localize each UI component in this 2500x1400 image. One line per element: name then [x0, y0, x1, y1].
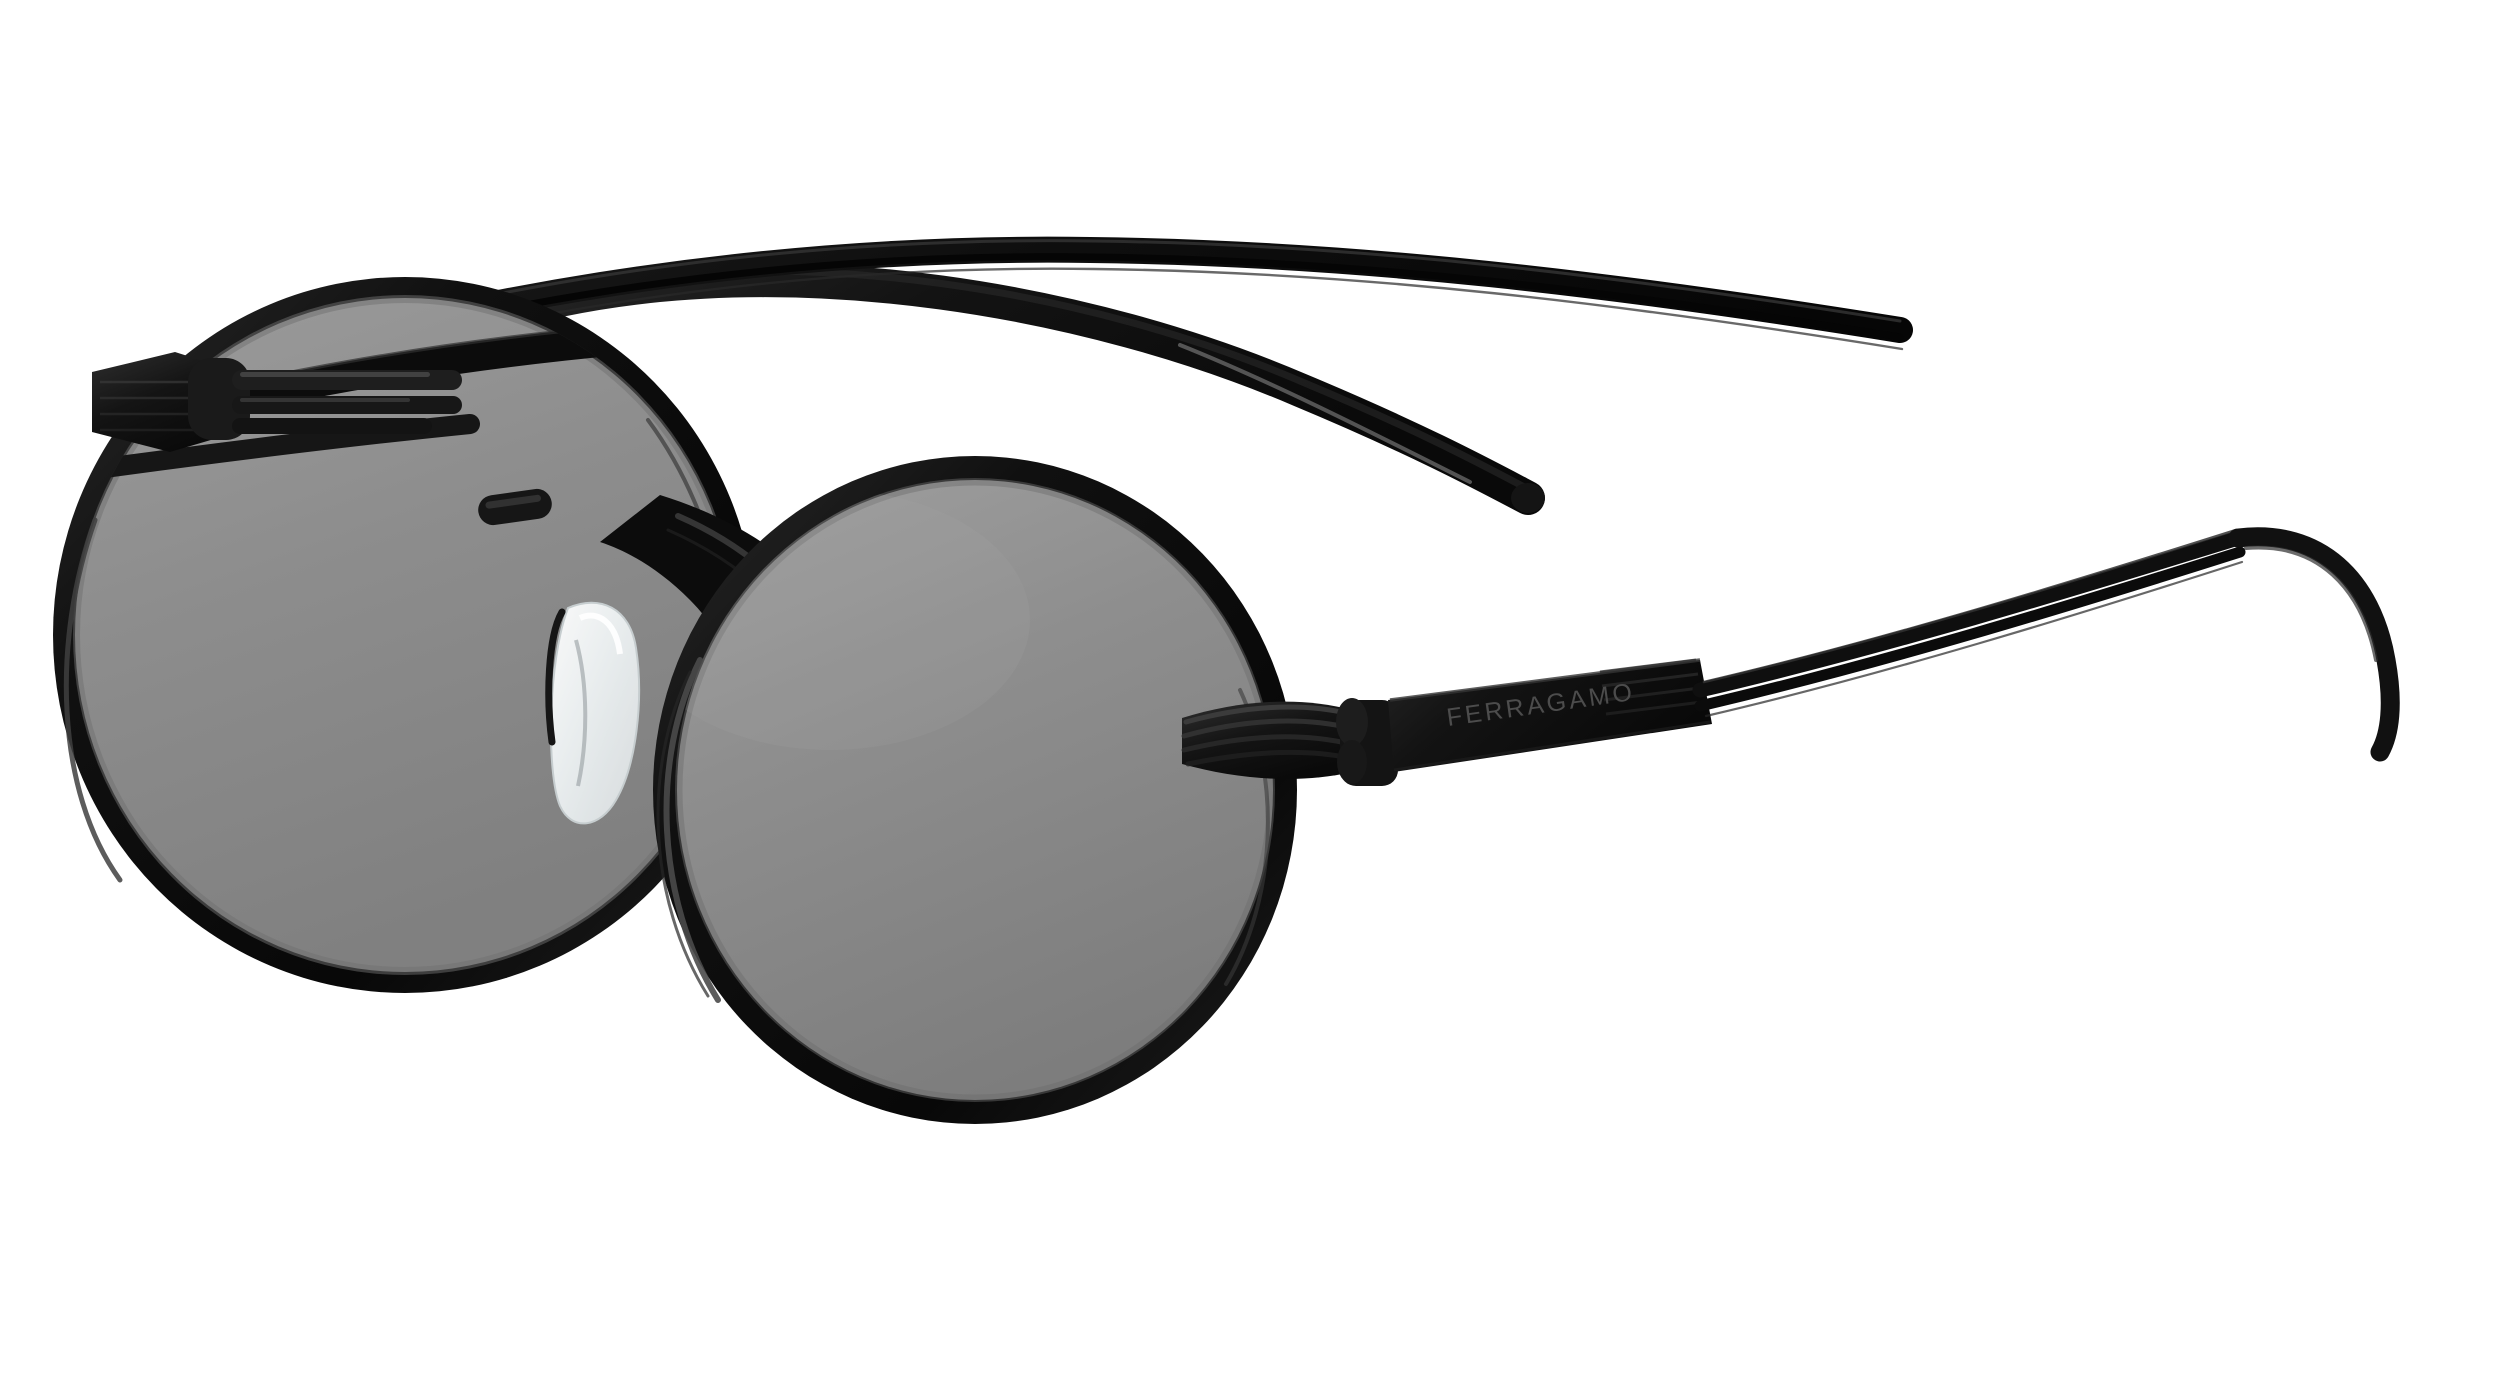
- left-temple-tip: [1511, 483, 1545, 513]
- right-lens-group: [653, 456, 1297, 1124]
- right-temple-ribs: [1599, 658, 1703, 716]
- left-rim-highlight: [63, 517, 123, 883]
- left-nose-pad-arm: [545, 608, 566, 746]
- bridge-connector-left: [478, 488, 552, 526]
- left-nose-pad: [545, 601, 641, 825]
- right-rim-highlight: [663, 657, 721, 1003]
- right-lens: [677, 480, 1273, 1100]
- right-endpiece: [1181, 698, 1398, 786]
- right-temple-logo-plate: [1388, 660, 1712, 772]
- right-temple-tip: [2228, 527, 2400, 762]
- left-hinge: [188, 358, 462, 440]
- left-temple-specular: [1178, 343, 1472, 484]
- right-temple: [1388, 527, 2400, 772]
